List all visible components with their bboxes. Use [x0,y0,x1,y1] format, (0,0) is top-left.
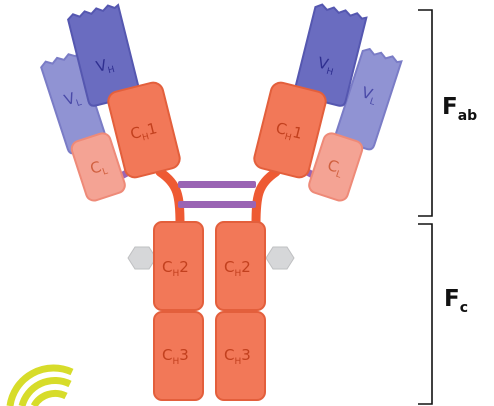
domain-ch1-right: CH1 [253,81,327,179]
svg-text:CH2: CH2 [224,258,251,279]
svg-text:CH2: CH2 [162,258,189,279]
svg-text:CH3: CH3 [224,346,251,367]
fab-bracket [418,9,433,217]
logo-fragment [6,364,74,406]
svg-text:VL: VL [358,83,379,108]
glycan-right [265,246,295,270]
svg-text:CH1: CH1 [128,119,159,146]
domain-ch2-right: CH2 [215,221,266,311]
svg-text:CH1: CH1 [273,119,304,146]
fab-label: Fab [442,94,477,124]
domain-ch3-right: CH3 [215,311,266,401]
domain-ch1-left: CH1 [107,81,181,179]
domain-vh-right: VH [293,3,368,107]
glycan-left [127,246,157,270]
svg-text:CL: CL [324,156,345,181]
domain-ch2-left: CH2 [153,221,204,311]
fc-bracket [418,223,433,405]
domain-cl-left: CL [70,132,126,202]
svg-text:CH3: CH3 [162,346,189,367]
domain-ch3-left: CH3 [153,311,204,401]
hinge-region [155,167,281,229]
fc-label: Fc [444,286,468,316]
svg-text:VH: VH [315,54,337,79]
domain-cl-right: CL [308,132,364,202]
